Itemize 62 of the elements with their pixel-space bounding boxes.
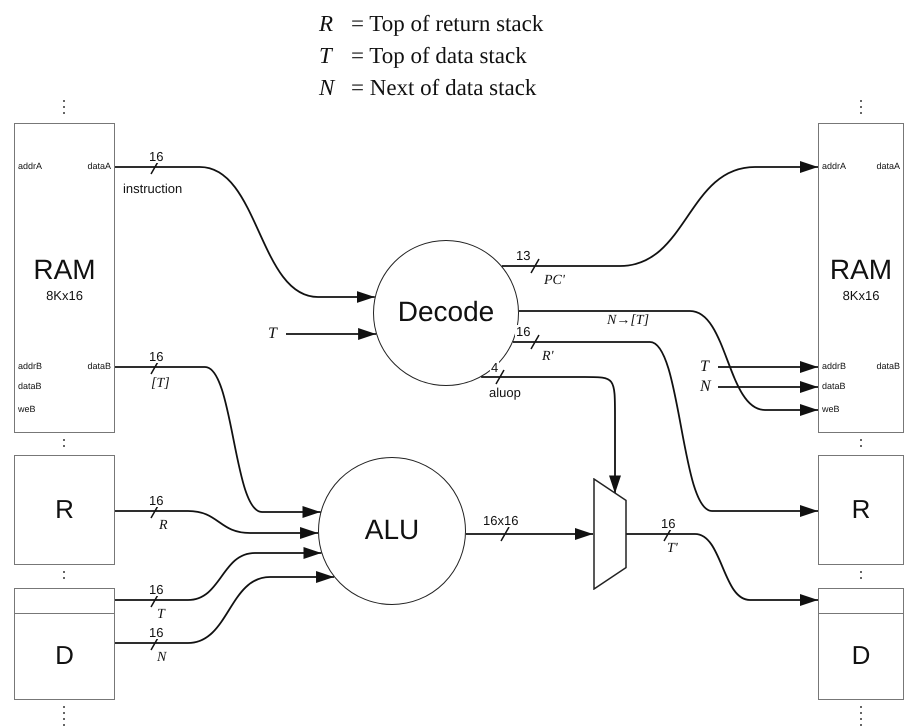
signal-arrow (718, 361, 818, 373)
signal-arrow (518, 310, 818, 416)
memory-block (818, 123, 904, 433)
port-label: addrB (822, 362, 846, 371)
signal-label: N (700, 377, 718, 397)
port-label: weB (18, 405, 36, 414)
signal-arrow (115, 510, 318, 539)
port-label: addrA (822, 162, 846, 171)
block-title: D (850, 642, 872, 668)
port-label: dataB (822, 382, 846, 391)
port-label: weB (822, 405, 840, 414)
register-box (14, 455, 115, 565)
signal-arrow (115, 571, 334, 644)
signal-arrow (718, 381, 818, 393)
signal-arrow (115, 547, 322, 601)
port-label: dataA (876, 162, 900, 171)
bus-width-label: 4 (490, 361, 500, 374)
signal-arrow (513, 341, 818, 517)
multiplexer-symbol (593, 478, 627, 590)
bus-width-label: 16 (515, 325, 532, 338)
register-box (818, 588, 904, 700)
bus-width-label: 16 (148, 150, 164, 163)
bus-width-label: 16 (148, 494, 164, 507)
key-definition: = Top of data stack (350, 44, 528, 67)
port-label: addrB (18, 362, 42, 371)
block-title: Decode (396, 298, 496, 326)
memory-block (14, 123, 115, 433)
block-title: R (850, 496, 872, 522)
signal-name: instruction (122, 182, 184, 195)
block-title: ALU (364, 516, 420, 544)
block-title: R (54, 496, 75, 522)
signal-arrow (481, 376, 621, 494)
key-definition: = Top of return stack (350, 12, 544, 35)
bus-width-label: 16 (148, 350, 164, 363)
signal-arrow (115, 366, 320, 518)
block-title: D (54, 642, 75, 668)
signal-arrow (466, 528, 593, 540)
signal-arrow (286, 328, 376, 340)
register-box (14, 588, 115, 700)
signal-label: T (700, 357, 718, 377)
signal-arrow (115, 166, 375, 303)
signal-name: [T] (150, 377, 171, 391)
port-label: dataB (876, 362, 900, 371)
bus-width-label: 16x16 (482, 514, 520, 527)
signal-arrow (502, 161, 818, 267)
bus-width-label: 16 (660, 517, 676, 530)
signal-label: T (268, 324, 286, 344)
port-label: dataB (18, 382, 42, 391)
bus-width-label: 16 (148, 626, 164, 639)
port-label: dataA (87, 162, 111, 171)
edge-label: N→[T] (606, 314, 650, 328)
bus-width-label: 16 (148, 583, 164, 596)
signal-name: aluop (488, 386, 522, 399)
bus-width-label: 13 (515, 249, 532, 262)
block-size: 8Kx16 (842, 289, 880, 302)
block-title: RAM (32, 256, 97, 284)
port-label: addrA (18, 162, 42, 171)
signal-arrow (626, 533, 818, 606)
block-size: 8Kx16 (45, 289, 84, 302)
block-title: RAM (828, 256, 894, 284)
register-box (818, 455, 904, 565)
port-label: dataB (87, 362, 111, 371)
